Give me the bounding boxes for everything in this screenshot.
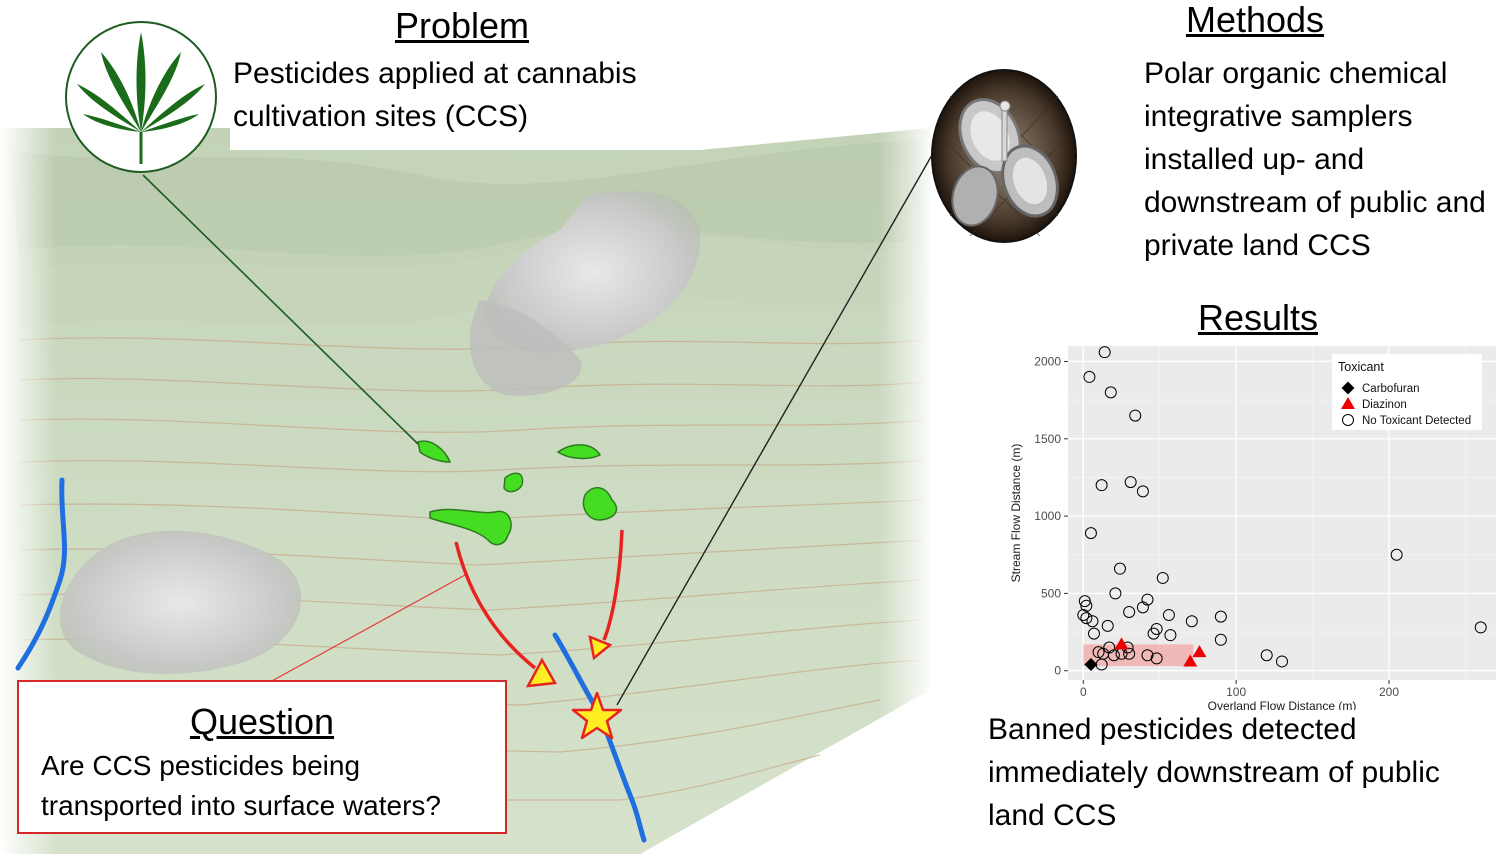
y-tick-label: 2000 — [1034, 354, 1061, 368]
cultivation-site — [582, 487, 618, 521]
legend-title: Toxicant — [1338, 360, 1384, 374]
legend-entry: Carbofuran — [1362, 383, 1420, 395]
data-point-no-toxicant-detected — [1092, 646, 1105, 659]
data-point-no-toxicant-detected — [1104, 386, 1117, 399]
y-tick-label: 1500 — [1034, 432, 1061, 446]
legend-entry: Diazinon — [1362, 399, 1407, 411]
legend-key — [1341, 397, 1355, 409]
data-point-no-toxicant-detected — [1080, 599, 1093, 612]
data-point-no-toxicant-detected — [1123, 605, 1136, 618]
data-point-no-toxicant-detected — [1136, 601, 1149, 614]
data-point-no-toxicant-detected — [1214, 610, 1227, 623]
legend-key — [1342, 414, 1354, 426]
y-tick-label: 500 — [1041, 586, 1061, 600]
data-point-no-toxicant-detected — [1086, 615, 1099, 628]
results-heading: Results — [1197, 297, 1319, 338]
data-point-no-toxicant-detected — [1276, 655, 1288, 668]
cultivation-site — [417, 440, 452, 463]
results-text: Banned pesticides detected immediately d… — [988, 713, 1440, 832]
data-point-no-toxicant-detected — [1124, 476, 1137, 489]
flow-arrow-right-head — [588, 634, 613, 661]
data-point-no-toxicant-detected — [1162, 609, 1175, 622]
data-point-no-toxicant-detected — [1107, 649, 1120, 662]
data-point-no-toxicant-detected — [1087, 627, 1100, 640]
data-point-no-toxicant-detected — [1214, 633, 1227, 646]
x-tick-label: 100 — [1226, 685, 1246, 699]
x-tick-label: 200 — [1379, 685, 1399, 699]
cultivation-site — [503, 472, 524, 493]
data-point-diazinon — [1183, 654, 1198, 667]
stream-main — [552, 632, 647, 843]
data-point-no-toxicant-detected — [1077, 609, 1090, 622]
cultivation-site — [556, 444, 602, 460]
data-point-diazinon — [1192, 645, 1207, 658]
cannabis-leaf-icon — [65, 21, 217, 173]
data-point-no-toxicant-detected — [1390, 548, 1403, 561]
data-point-no-toxicant-detected — [1260, 649, 1273, 662]
x-tick-label: 0 — [1080, 685, 1087, 699]
y-tick-label: 0 — [1054, 664, 1061, 678]
data-point-no-toxicant-detected — [1156, 571, 1169, 584]
x-axis-label: Overland Flow Distance (m) — [1208, 699, 1357, 710]
data-point-no-toxicant-detected — [1141, 649, 1154, 662]
y-axis-label: Stream Flow Distance (m) — [1009, 444, 1023, 583]
flow-arrow-left — [454, 541, 537, 670]
flow-arrow-right — [602, 529, 624, 641]
stream-left — [15, 477, 68, 671]
data-point-no-toxicant-detected — [1098, 346, 1111, 359]
data-point-no-toxicant-detected — [1084, 527, 1097, 540]
data-point-no-toxicant-detected — [1083, 370, 1096, 383]
cultivation-site — [429, 508, 512, 546]
data-point-no-toxicant-detected — [1109, 587, 1122, 600]
methods-heading: Methods — [1185, 0, 1325, 40]
y-tick-label: 1000 — [1034, 509, 1061, 523]
data-point-no-toxicant-detected — [1185, 615, 1198, 628]
data-point-no-toxicant-detected — [1113, 562, 1126, 575]
legend-key — [1341, 381, 1355, 395]
methods-text: Polar organic chemical integrative sampl… — [1144, 57, 1486, 262]
sampling-site-star-icon — [571, 691, 623, 740]
data-point-no-toxicant-detected — [1147, 627, 1160, 640]
data-point-no-toxicant-detected — [1150, 652, 1163, 665]
problem-callout-line — [142, 174, 419, 445]
highlight-band — [1083, 644, 1194, 667]
problem-heading: Problem — [394, 5, 530, 46]
data-point-no-toxicant-detected — [1101, 619, 1114, 632]
question-box: Question Are CCS pesticides being transp… — [17, 680, 507, 834]
legend-box — [1332, 354, 1482, 430]
question-callout-line — [269, 574, 466, 683]
data-point-no-toxicant-detected — [1129, 409, 1142, 422]
data-points — [1077, 346, 1487, 672]
methods-callout-line — [616, 154, 933, 706]
question-heading: Question — [189, 701, 335, 742]
cultivation-sites — [417, 440, 618, 546]
data-point-no-toxicant-detected — [1164, 629, 1177, 642]
flow-arrows — [454, 529, 624, 688]
data-point-no-toxicant-detected — [1078, 595, 1091, 608]
problem-text: Pesticides applied at cannabis cultivati… — [233, 57, 637, 133]
question-text: Are CCS pesticides being transported int… — [41, 750, 441, 821]
legend-entry: No Toxicant Detected — [1362, 415, 1471, 427]
data-point-carbofuran — [1084, 658, 1098, 672]
flow-arrow-left-head — [525, 657, 558, 688]
data-point-diazinon — [1114, 637, 1129, 650]
data-point-no-toxicant-detected — [1123, 647, 1136, 660]
sampler-canister-icon — [931, 69, 1077, 243]
data-point-no-toxicant-detected — [1136, 485, 1149, 498]
data-point-no-toxicant-detected — [1080, 612, 1093, 625]
data-point-no-toxicant-detected — [1474, 621, 1487, 634]
data-point-no-toxicant-detected — [1095, 479, 1108, 492]
